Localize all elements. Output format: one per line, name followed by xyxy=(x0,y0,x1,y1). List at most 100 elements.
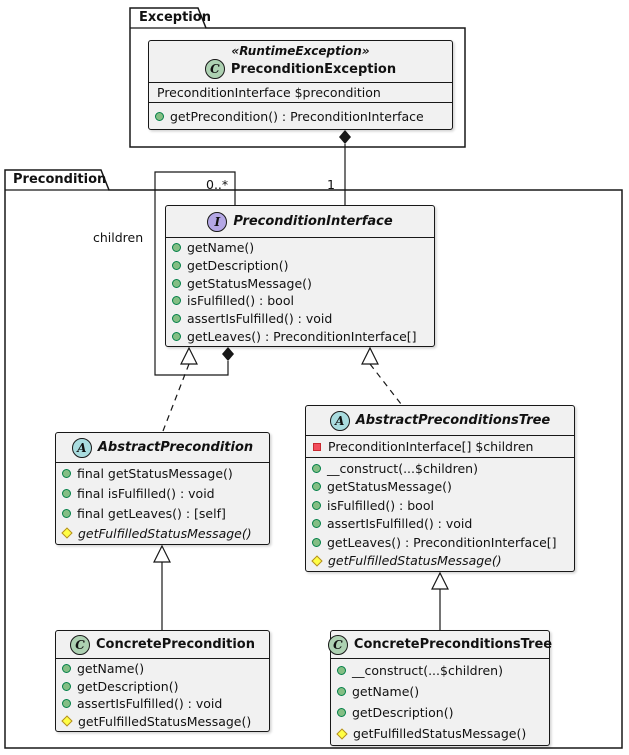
field-row: PreconditionInterface[] $children xyxy=(306,437,574,456)
class-name-row: C ConcretePrecondition xyxy=(70,634,255,655)
method-label: final getLeaves() : [self] xyxy=(77,505,226,521)
method-label: getName() xyxy=(77,661,145,677)
method-label: getDescription() xyxy=(352,705,454,720)
class-name: ConcretePreconditionsTree xyxy=(353,637,553,652)
field-list: PreconditionInterface $precondition xyxy=(149,83,452,103)
class-name-row: C PreconditionException xyxy=(204,59,397,79)
abstract-method-label: getFulfilledStatusMessage() xyxy=(78,525,252,541)
edge-exception-composition xyxy=(339,130,351,205)
class-spot-icon: C xyxy=(70,634,91,655)
method-row: getName() xyxy=(56,660,269,678)
class-header: «RuntimeException» C PreconditionExcepti… xyxy=(149,41,452,83)
field-list: PreconditionInterface[] $children xyxy=(306,436,574,458)
method-list: __construct(...$children) getStatusMessa… xyxy=(306,458,574,571)
method-label: getStatusMessage() xyxy=(187,275,312,291)
public-visibility-icon xyxy=(337,708,346,717)
method-row: getFulfilledStatusMessage() xyxy=(56,523,269,543)
public-visibility-icon xyxy=(312,482,321,492)
generalization-triangle-icon xyxy=(361,346,379,365)
realization-dashed-line xyxy=(162,363,190,432)
method-row: __construct(...$children) xyxy=(331,660,549,681)
class-name: PreconditionException xyxy=(230,61,397,77)
method-row: isFulfilled() : bool xyxy=(306,496,574,515)
abstract-spot-icon: A xyxy=(71,437,92,458)
field-row: PreconditionInterface $precondition xyxy=(149,84,452,101)
public-visibility-icon xyxy=(172,314,181,324)
composition-diamond-icon xyxy=(339,130,351,144)
method-row: getDescription() xyxy=(166,257,434,275)
generalization-triangle-icon xyxy=(153,544,171,563)
class-precondition-exception: «RuntimeException» C PreconditionExcepti… xyxy=(148,40,453,130)
method-label: getPrecondition() : PreconditionInterfac… xyxy=(170,108,424,124)
method-label: assertIsFulfilled() : void xyxy=(327,516,473,532)
class-name-row: A AbstractPreconditionsTree xyxy=(329,410,551,431)
method-row: getDescription() xyxy=(56,678,269,696)
class-abstract-precondition: A AbstractPrecondition final getStatusMe… xyxy=(55,432,270,545)
public-visibility-icon xyxy=(62,681,71,691)
public-visibility-icon xyxy=(312,500,321,510)
private-visibility-icon xyxy=(313,442,321,451)
generalization-triangle-icon xyxy=(180,346,198,365)
public-visibility-icon xyxy=(312,463,321,473)
edge-generalization-concrete-preconditions-tree xyxy=(431,571,449,630)
method-label: getLeaves() : PreconditionInterface[] xyxy=(327,534,557,550)
realization-dashed-line xyxy=(369,363,402,405)
method-row: getLeaves() : PreconditionInterface[] xyxy=(306,533,574,552)
method-label: final isFulfilled() : void xyxy=(77,486,215,502)
class-name: PreconditionInterface xyxy=(233,214,393,229)
public-visibility-icon xyxy=(62,699,71,709)
method-row: getFulfilledStatusMessage() xyxy=(331,723,549,744)
class-name: AbstractPreconditionsTree xyxy=(355,413,551,428)
generalization-triangle-icon xyxy=(431,571,449,590)
class-name-row: A AbstractPrecondition xyxy=(71,437,253,458)
public-visibility-icon xyxy=(172,331,181,341)
field-label: PreconditionInterface[] $children xyxy=(328,439,534,454)
children-loop-line xyxy=(154,171,236,376)
method-label: isFulfilled() : bool xyxy=(327,497,434,513)
public-visibility-icon xyxy=(337,666,346,675)
method-row: getFulfilledStatusMessage() xyxy=(56,713,269,731)
class-concrete-preconditions-tree: C ConcretePreconditionsTree __construct(… xyxy=(327,630,553,746)
method-label: getDescription() xyxy=(187,258,289,273)
protected-visibility-icon xyxy=(336,727,348,740)
class-header: C ConcretePrecondition xyxy=(56,631,269,659)
precondition-multiplicity-label: 1 xyxy=(327,177,335,192)
method-label: getName() xyxy=(187,240,255,256)
method-row: getName() xyxy=(331,681,549,702)
public-visibility-icon xyxy=(172,278,181,288)
class-spot-icon: C xyxy=(327,634,348,655)
method-row: __construct(...$children) xyxy=(306,459,574,478)
children-multiplicity-label: 0..* xyxy=(206,177,229,192)
protected-visibility-icon xyxy=(61,527,73,539)
method-row: isFulfilled() : bool xyxy=(166,292,434,310)
public-visibility-icon xyxy=(62,489,71,499)
edge-children-self-composition xyxy=(154,171,236,376)
method-label: assertIsFulfilled() : void xyxy=(77,696,223,712)
method-row: getDescription() xyxy=(331,702,549,723)
public-visibility-icon xyxy=(312,519,321,529)
method-list: getName() getDescription() assertIsFulfi… xyxy=(56,659,269,731)
package-precondition-label: Precondition xyxy=(13,172,107,187)
method-label: getStatusMessage() xyxy=(327,479,452,495)
method-label: getFulfilledStatusMessage() xyxy=(353,726,527,741)
public-visibility-icon xyxy=(62,508,71,518)
class-spot-icon: C xyxy=(204,59,225,79)
package-exception-label: Exception xyxy=(139,10,211,25)
public-visibility-icon xyxy=(62,664,71,674)
method-label: getDescription() xyxy=(77,678,179,694)
method-row: getStatusMessage() xyxy=(166,274,434,292)
stereotype-label: «RuntimeException» xyxy=(231,44,370,58)
abstract-spot-icon: A xyxy=(329,410,350,431)
method-label: isFulfilled() : bool xyxy=(187,293,294,309)
class-name: ConcretePrecondition xyxy=(96,637,255,652)
edge-realization-abstract-precondition xyxy=(162,346,198,432)
class-concrete-precondition: C ConcretePrecondition getName() getDesc… xyxy=(55,630,270,732)
method-row: getStatusMessage() xyxy=(306,478,574,497)
public-visibility-icon xyxy=(172,261,181,270)
method-list: getPrecondition() : PreconditionInterfac… xyxy=(149,103,452,129)
method-row: getPrecondition() : PreconditionInterfac… xyxy=(149,104,452,128)
class-name-row: C ConcretePreconditionsTree xyxy=(327,634,553,655)
public-visibility-icon xyxy=(172,243,181,253)
protected-visibility-icon xyxy=(311,555,323,567)
